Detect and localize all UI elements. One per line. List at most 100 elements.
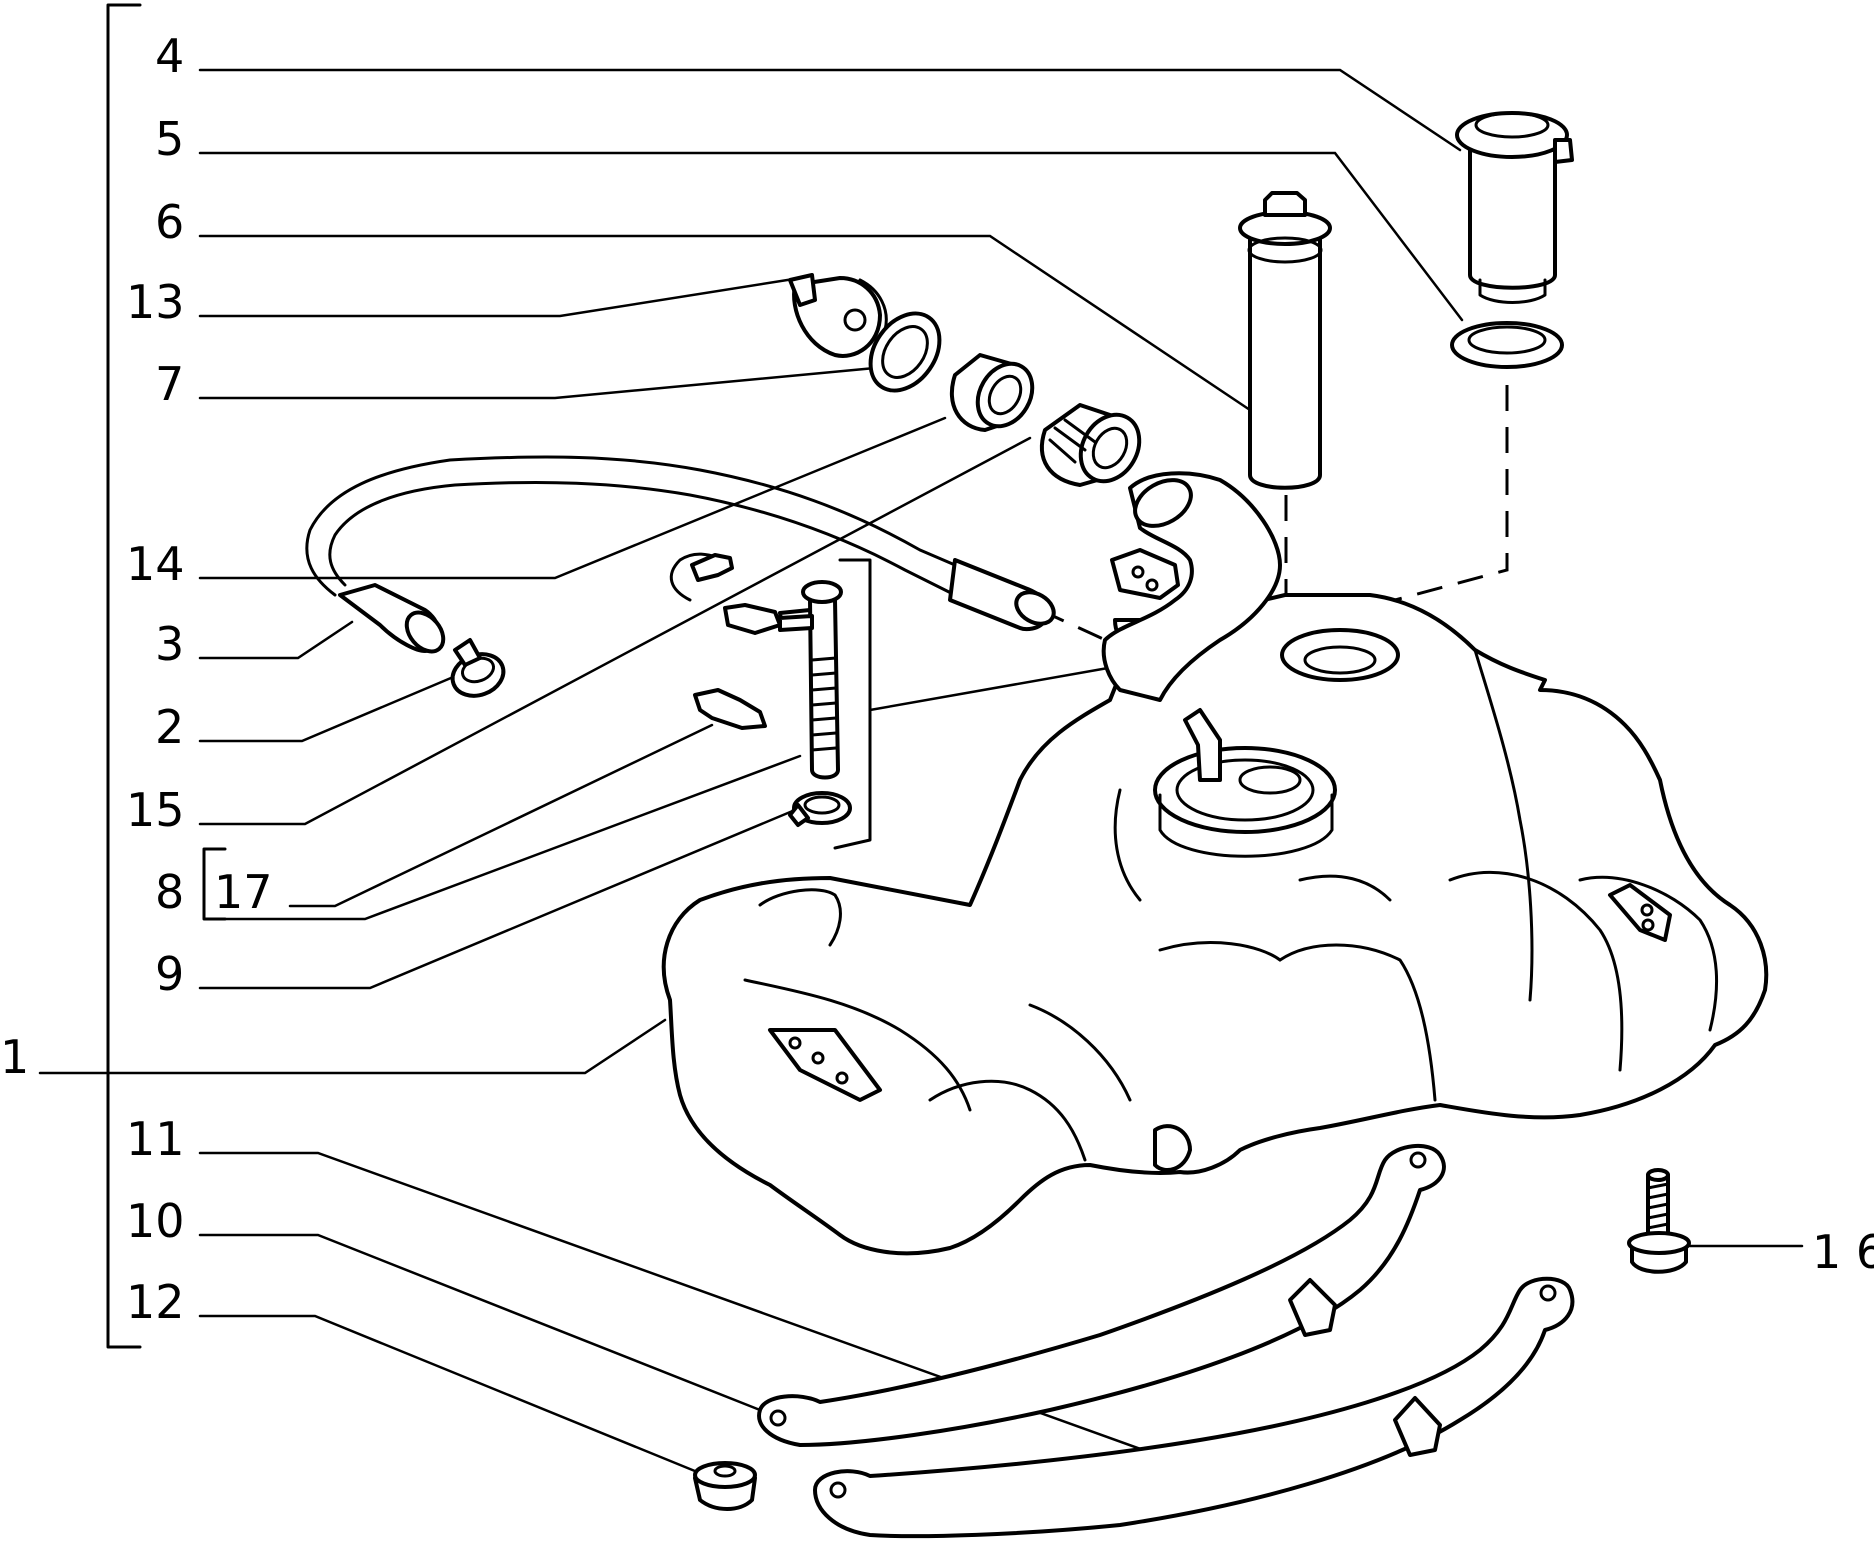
gasket-ring-outer: [868, 311, 942, 393]
tank-contour-3: [928, 1079, 1087, 1162]
tank-strap-upper: [757, 1143, 1446, 1447]
filler-flange-hole: [1145, 578, 1159, 592]
callout-12: 12: [126, 1275, 185, 1329]
tank-strap-upper-hole: [769, 1409, 787, 1427]
hose-clip-ear: [453, 638, 482, 667]
assembly-bracket: [106, 3, 142, 1349]
vent-connector-nipple: [690, 553, 734, 582]
filler-adaptor-ribs: [1048, 418, 1097, 464]
strap-bolt: [1627, 1168, 1691, 1274]
sender-ring-inner: [1175, 758, 1315, 822]
callout-8: 8: [155, 865, 184, 919]
leader-15: [198, 436, 1032, 826]
callout-13: 13: [126, 275, 185, 329]
tank-strap-lower-bracket: [1393, 1396, 1442, 1457]
fuel-tank-body: [661, 593, 1769, 1256]
breather-pipe: [778, 580, 843, 780]
tank-filler-neck: [1101, 471, 1282, 702]
fuel-pump-top: [1455, 111, 1569, 159]
filler-adaptor: [1039, 403, 1142, 487]
vent-hose: [305, 455, 1056, 654]
tank-contour-1: [758, 888, 842, 947]
filler-bushing-mouth: [987, 374, 1023, 416]
leader-8: [223, 754, 802, 921]
subgroup-bracket-8-17: [202, 847, 227, 921]
level-sender: [1238, 191, 1332, 490]
tank-contour-8: [1448, 870, 1624, 1072]
sender-ring-teeth: [1158, 793, 1334, 858]
hose-clip: [450, 638, 506, 698]
callout-1: 1: [0, 1030, 29, 1084]
callout-14: 14: [126, 537, 185, 591]
tank-mount-hole: [1640, 903, 1654, 917]
leader-9: [198, 808, 797, 990]
filler-adaptor-mouth: [1091, 426, 1129, 470]
callout-2: 2: [155, 700, 184, 754]
tank-mount-tab-right: [1608, 883, 1672, 942]
strap-nut: [693, 1461, 757, 1511]
callout-3: 3: [155, 617, 184, 671]
leader-10: [198, 1233, 762, 1412]
breather-clip-ear: [788, 803, 810, 827]
breather-clip: [788, 791, 852, 827]
pump-opening-inner: [1303, 645, 1377, 675]
level-sender-connector: [1263, 191, 1307, 217]
callout-6: 6: [155, 195, 184, 249]
tank-contour-7: [1473, 648, 1534, 1002]
fuel-cap-rim: [858, 278, 888, 332]
guide-vent-pipe: [833, 558, 872, 850]
callout-7: 7: [155, 357, 184, 411]
leader-14: [198, 416, 947, 580]
level-sender-tube: [1248, 233, 1322, 490]
filler-neck-flange: [1110, 548, 1180, 600]
fuel-cap-center: [843, 308, 867, 332]
callout-9: 9: [155, 947, 184, 1001]
fuel-cap-tab: [788, 273, 817, 307]
callout-16: 1 6: [1812, 1225, 1874, 1279]
vent-valve-lower: [693, 688, 767, 730]
tank-mount-hole: [788, 1036, 802, 1050]
leader-12: [198, 1314, 714, 1480]
tank-rear-boss: [1153, 1124, 1192, 1172]
leader-13: [198, 276, 802, 318]
guide-hose-14: [1039, 608, 1161, 667]
vent-hose-mouth-right: [1014, 590, 1056, 626]
tank-mount-hole: [835, 1071, 849, 1085]
fuel-tank: [661, 471, 1769, 1256]
strap-nut-hole: [713, 1464, 737, 1478]
strap-bolt-flange: [1627, 1231, 1691, 1255]
tank-strap-upper-bracket: [1288, 1278, 1337, 1337]
callout-5: 5: [155, 112, 184, 166]
tank-strap-lower-hole: [1539, 1284, 1557, 1302]
leader-1: [38, 1018, 667, 1075]
breather-clip-inner: [803, 795, 841, 815]
leader-17: [288, 723, 714, 908]
sender-ring-hole: [1238, 765, 1302, 795]
tank-strap-upper-hole: [1409, 1151, 1427, 1169]
pump-seal: [1450, 321, 1564, 369]
breather-pipe-top: [801, 580, 843, 604]
tank-contour-2: [743, 978, 972, 1112]
vent-connector: [669, 552, 817, 730]
fuel-pump: [1455, 111, 1574, 304]
callout-labels: 4 5 6 13 7 14 3 2 15 8 17 9 1 11 10 12 1…: [0, 29, 1874, 1329]
callout-10: 10: [126, 1194, 185, 1248]
guide-vent-line: [868, 663, 1127, 712]
tank-mount-hole: [1641, 918, 1655, 932]
fuel-pump-base: [1478, 278, 1547, 304]
tank-contour-9: [1578, 875, 1718, 1032]
strap-bolt-thread: [1646, 1182, 1670, 1230]
callout-11: 11: [126, 1112, 185, 1166]
tank-strap-lower-hole: [829, 1481, 847, 1499]
tank-strap-lower: [813, 1276, 1575, 1539]
tank-contour-11: [1113, 788, 1142, 902]
leader-3: [198, 620, 354, 660]
tank-mount-hole: [811, 1051, 825, 1065]
breather-pipe-branch: [778, 614, 814, 632]
gasket-ring: [868, 311, 942, 393]
fuel-pump-cap: [1474, 111, 1550, 139]
leader-6: [198, 234, 1252, 412]
strap-bolt-tip: [1646, 1168, 1670, 1182]
gasket-ring-inner: [881, 325, 929, 379]
